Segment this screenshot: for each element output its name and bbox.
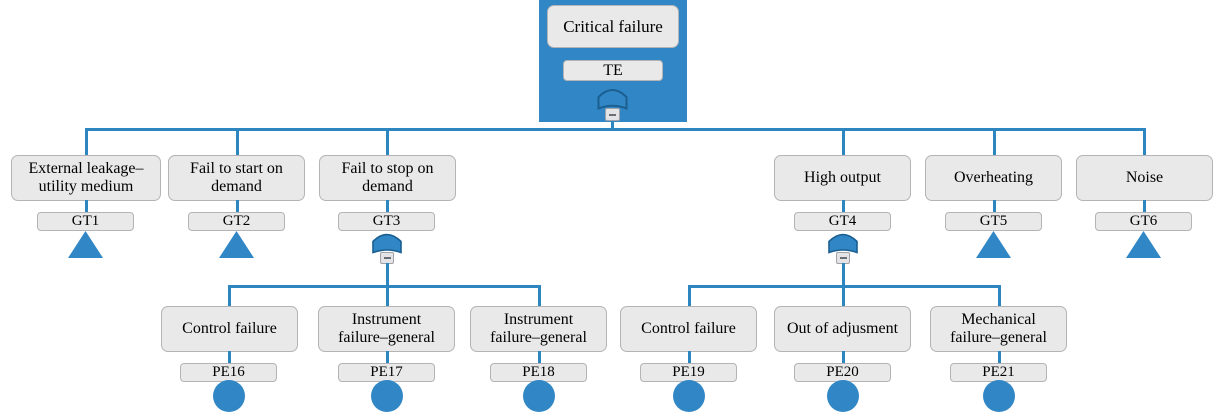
node-pe20-label: Out of adjusment — [786, 320, 899, 338]
edge-riser-gt5 — [993, 128, 996, 156]
edge-gt1-to-chip — [85, 200, 88, 213]
circle-icon-pe21[interactable] — [983, 380, 1015, 412]
or-gate-icon-gt3[interactable] — [371, 229, 403, 254]
triangle-icon-gt5[interactable] — [976, 231, 1011, 258]
node-gt5-label: Overheating — [953, 169, 1034, 187]
or-gate-icon-gt4[interactable] — [827, 229, 859, 254]
edge-root-drop — [611, 121, 614, 131]
edge-riser-gt4 — [842, 128, 845, 156]
chip-gt5-id[interactable]: GT5 — [945, 212, 1042, 231]
edge-gt3-bus — [228, 285, 541, 288]
circle-icon-pe20[interactable] — [827, 380, 859, 412]
edge-riser-pe18 — [538, 285, 541, 306]
edge-pe21-to-chip — [998, 351, 1001, 364]
chip-gt2-id-label: GT2 — [222, 213, 251, 229]
node-root-label: Critical failure — [563, 16, 663, 36]
edge-gt4-to-chip — [842, 200, 845, 213]
collapse-button-root[interactable] — [605, 108, 620, 121]
edge-riser-gt6 — [1143, 128, 1146, 156]
node-gt6[interactable]: Noise — [1076, 155, 1213, 201]
edge-gt2-to-chip — [236, 200, 239, 213]
edge-gt4-drop — [842, 263, 845, 287]
chip-pe20-id-label: PE20 — [826, 364, 859, 380]
or-gate-icon-root[interactable] — [596, 84, 629, 110]
chip-gt6-id-label: GT6 — [1129, 213, 1158, 229]
edge-riser-pe16 — [228, 285, 231, 306]
edge-riser-pe20 — [842, 285, 845, 306]
chip-root-id[interactable]: TE — [563, 60, 663, 81]
triangle-icon-gt2[interactable] — [219, 231, 254, 258]
node-gt1-label: External leakage–utility medium — [28, 160, 144, 195]
edge-pe20-to-chip — [842, 351, 845, 364]
chip-gt3-id-label: GT3 — [372, 213, 401, 229]
node-gt5[interactable]: Overheating — [925, 155, 1062, 201]
node-pe16[interactable]: Control failure — [161, 306, 298, 352]
chip-gt4-id[interactable]: GT4 — [794, 212, 891, 231]
node-gt6-label: Noise — [1125, 169, 1164, 187]
triangle-icon-gt1[interactable] — [68, 231, 103, 258]
chip-pe17-id-label: PE17 — [370, 364, 403, 380]
edge-gt5-to-chip — [993, 200, 996, 213]
edge-riser-gt3 — [386, 128, 389, 156]
minus-icon-gt3 — [383, 257, 391, 259]
edge-gt6-to-chip — [1143, 200, 1146, 213]
chip-gt6-id[interactable]: GT6 — [1095, 212, 1192, 231]
circle-icon-pe19[interactable] — [673, 380, 705, 412]
node-gt1[interactable]: External leakage–utility medium — [11, 155, 161, 201]
edge-riser-pe17 — [386, 285, 389, 306]
chip-gt1-id-label: GT1 — [71, 213, 100, 229]
chip-gt2-id[interactable]: GT2 — [188, 212, 285, 231]
node-gt4-label: High output — [804, 169, 881, 187]
chip-gt3-id[interactable]: GT3 — [338, 212, 435, 231]
chip-root-id-label: TE — [603, 61, 623, 79]
minus-icon-root — [609, 113, 616, 116]
edge-riser-gt1 — [85, 128, 88, 156]
chip-pe21-id-label: PE21 — [982, 364, 1015, 380]
edge-riser-pe19 — [688, 285, 691, 306]
edge-riser-gt2 — [236, 128, 239, 156]
edge-riser-pe21 — [998, 285, 1001, 306]
node-gt4[interactable]: High output — [774, 155, 911, 201]
chip-gt4-id-label: GT4 — [828, 213, 857, 229]
edge-pe17-to-chip — [386, 351, 389, 364]
edge-gt3-to-chip — [386, 200, 389, 213]
edge-gt3-drop — [386, 263, 389, 287]
triangle-icon-gt6[interactable] — [1126, 231, 1161, 258]
node-pe16-label: Control failure — [182, 320, 277, 338]
chip-gt5-id-label: GT5 — [979, 213, 1008, 229]
chip-pe19-id-label: PE19 — [672, 364, 705, 380]
chip-gt1-id[interactable]: GT1 — [37, 212, 134, 231]
chip-pe18-id-label: PE18 — [522, 364, 555, 380]
edge-pe19-to-chip — [688, 351, 691, 364]
node-root[interactable]: Critical failure — [547, 5, 679, 48]
edge-pe18-to-chip — [538, 351, 541, 364]
node-pe20[interactable]: Out of adjusment — [774, 306, 911, 352]
edge-main-bus — [85, 128, 1144, 131]
minus-icon-gt4 — [839, 257, 847, 259]
chip-pe16-id-label: PE16 — [212, 364, 245, 380]
circle-icon-pe16[interactable] — [213, 380, 245, 412]
node-pe19-label: Control failure — [641, 320, 736, 338]
circle-icon-pe17[interactable] — [371, 380, 403, 412]
circle-icon-pe18[interactable] — [523, 380, 555, 412]
edge-pe16-to-chip — [228, 351, 231, 364]
node-pe19[interactable]: Control failure — [620, 306, 757, 352]
